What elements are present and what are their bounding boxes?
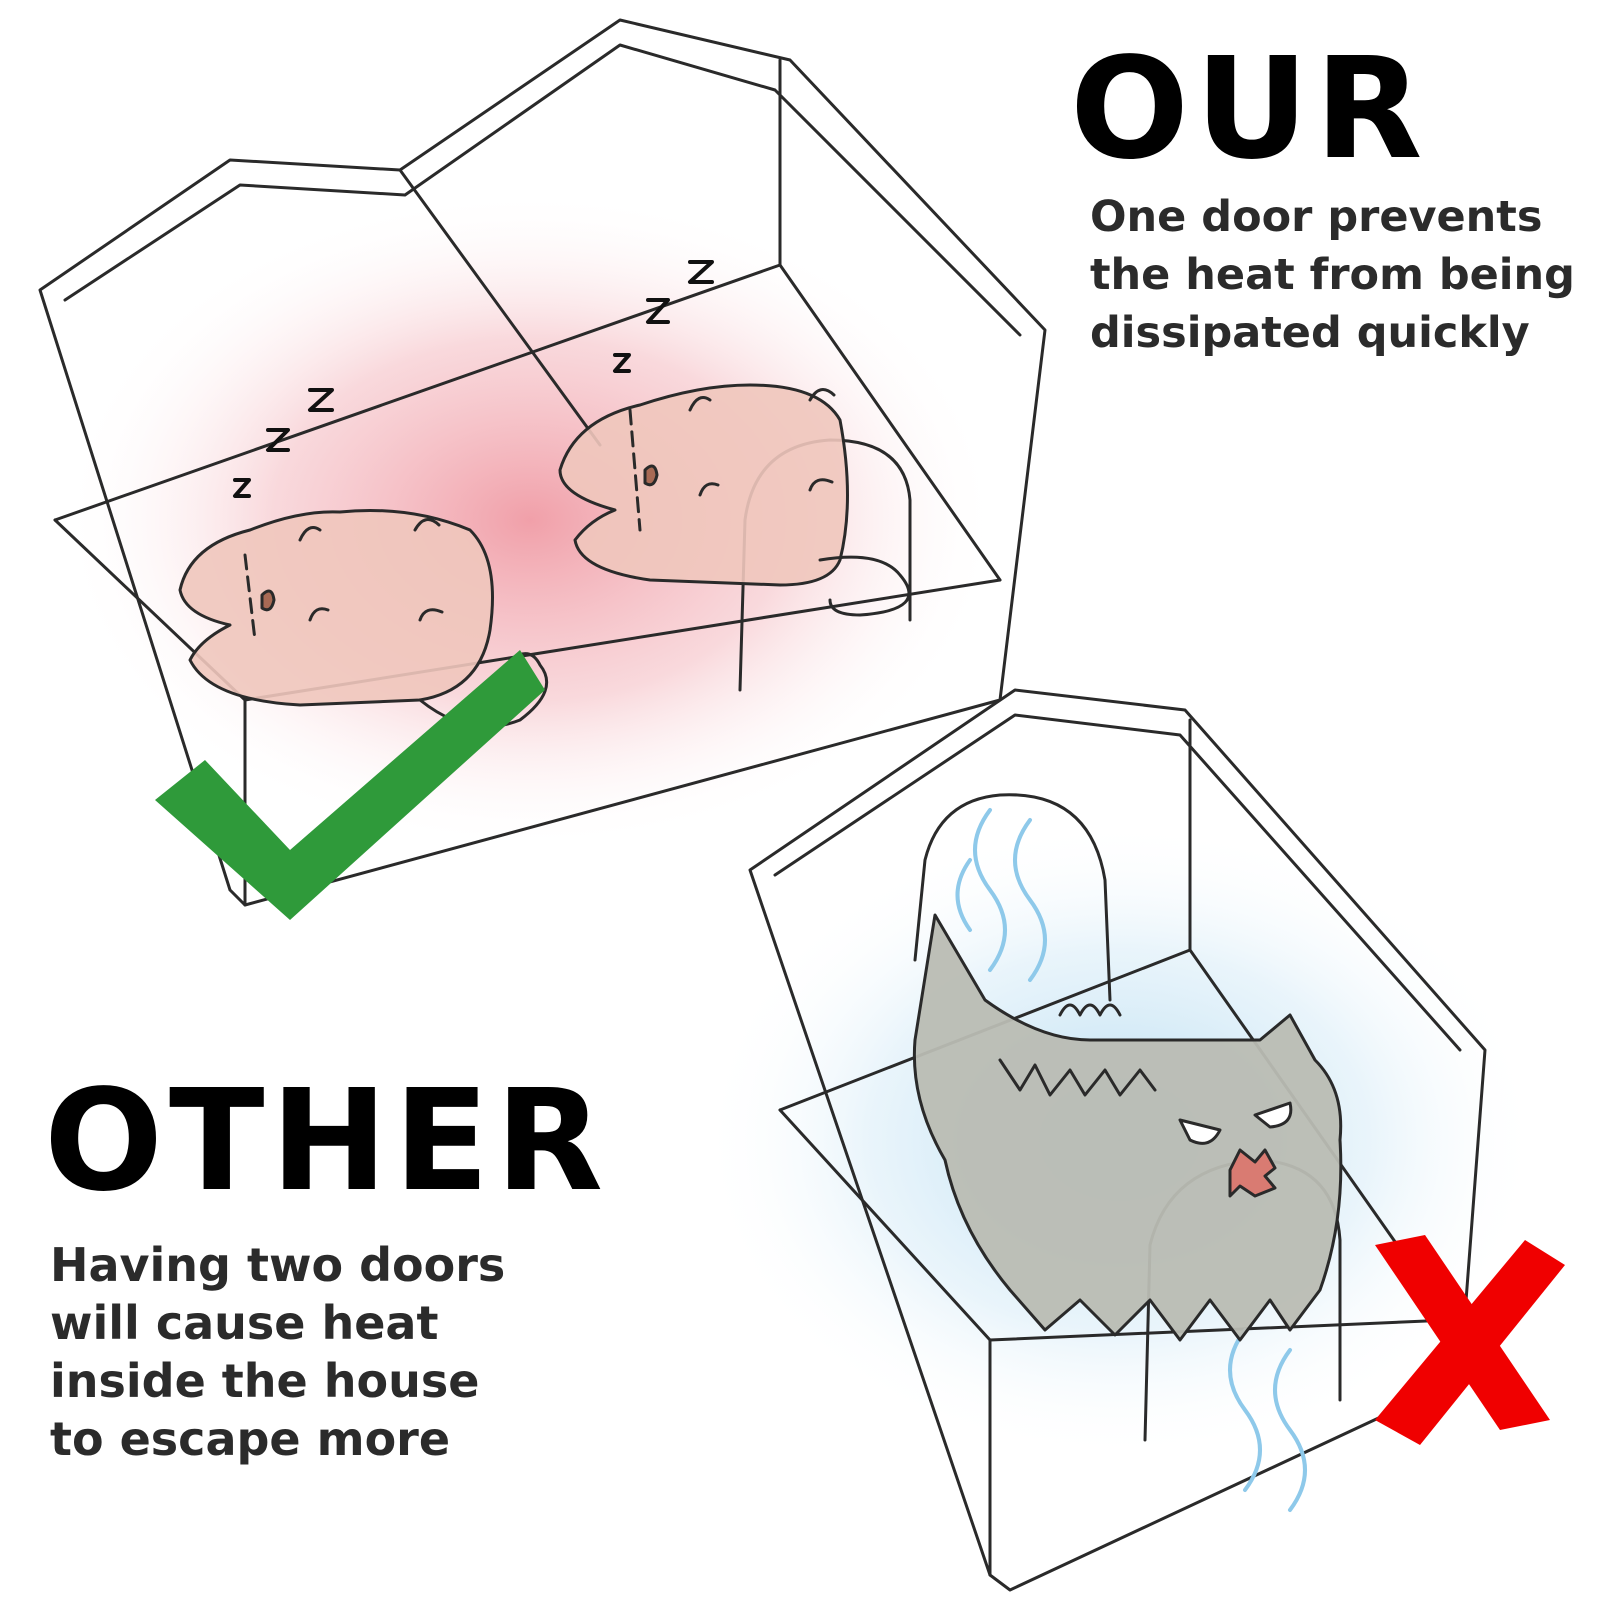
other-description-line: Having two doors bbox=[50, 1238, 506, 1292]
other-heading: OTHER bbox=[44, 1060, 610, 1223]
cross-mark-icon bbox=[1375, 1235, 1565, 1445]
sleeping-cat-right bbox=[558, 383, 911, 617]
our-description-line: One door prevents bbox=[1090, 192, 1543, 242]
other-house-illustration bbox=[700, 688, 1565, 1592]
other-description: Having two doors will cause heat inside … bbox=[50, 1236, 505, 1468]
our-description: One door prevents the heat from being di… bbox=[1090, 188, 1575, 362]
our-heading: OUR bbox=[1070, 28, 1429, 191]
check-mark-icon bbox=[155, 650, 545, 920]
cold-air-flow bbox=[955, 808, 1307, 1512]
other-description-line: to escape more bbox=[50, 1412, 451, 1466]
other-description-line: will cause heat bbox=[50, 1296, 439, 1350]
sleeping-cat-left bbox=[178, 509, 549, 729]
angry-cat bbox=[912, 913, 1343, 1342]
warm-glow bbox=[60, 190, 1000, 850]
our-house-illustration bbox=[38, 18, 1047, 920]
other-description-line: inside the house bbox=[50, 1354, 480, 1408]
our-description-line: dissipated quickly bbox=[1090, 308, 1530, 358]
our-description-line: the heat from being bbox=[1090, 250, 1575, 300]
sleep-zzz bbox=[233, 260, 714, 498]
